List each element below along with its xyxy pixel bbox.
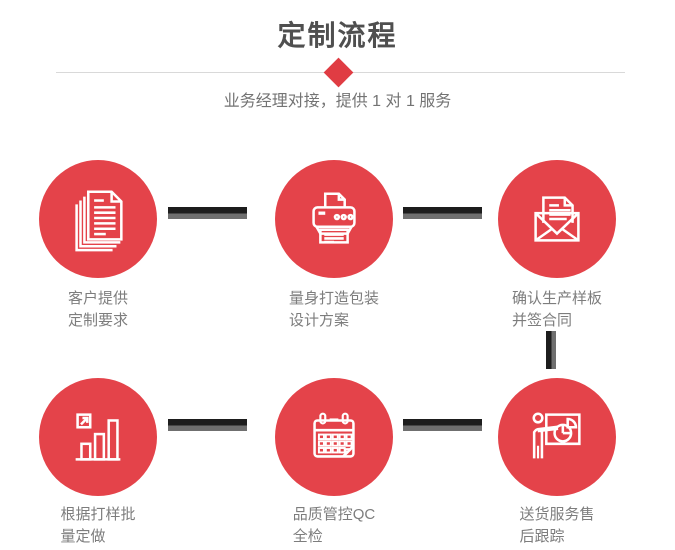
open-envelope-icon <box>534 196 580 242</box>
step-label-line: 品质管控QC <box>292 506 376 523</box>
step-label-4: 根据打样批 量定做 <box>39 504 157 548</box>
bar-chart-icon <box>75 413 121 461</box>
step-circle-4 <box>39 378 157 496</box>
step-label-line: 全检 <box>292 528 323 545</box>
step-label-5: 品质管控QC 全检 <box>275 504 393 548</box>
step-label-line: 并签合同 <box>511 312 572 329</box>
step-label-line: 定制要求 <box>67 312 128 329</box>
page-subtitle: 业务经理对接，提供 1 对 1 服务 <box>223 93 452 110</box>
step-label-line: 设计方案 <box>288 312 349 329</box>
step-label-line: 客户提供 <box>67 290 128 307</box>
connector-step2-step3 <box>403 207 482 219</box>
step-label-line: 量定做 <box>60 528 106 545</box>
step-label-line: 后跟踪 <box>519 528 565 545</box>
step-circle-6 <box>498 378 616 496</box>
step-label-1: 客户提供 定制要求 <box>39 288 157 332</box>
step-label-line: 送货服务售 <box>519 506 595 523</box>
step-circle-2 <box>275 160 393 278</box>
diamond-icon <box>323 57 354 88</box>
step-label-line: 根据打样批 <box>60 506 136 523</box>
calendar-icon <box>313 412 355 458</box>
connector-step4-step5 <box>168 419 247 431</box>
step-label-6: 送货服务售 后跟踪 <box>498 504 616 548</box>
connector-step3-step6 <box>546 331 556 369</box>
step-circle-3 <box>498 160 616 278</box>
step-label-line: 量身打造包装 <box>288 290 379 307</box>
printer-icon <box>312 192 356 244</box>
step-circle-1 <box>39 160 157 278</box>
stacked-documents-icon <box>75 190 123 252</box>
step-circle-5 <box>275 378 393 496</box>
step-label-3: 确认生产样板 并签合同 <box>498 288 616 332</box>
connector-step1-step2 <box>168 207 247 219</box>
step-label-2: 量身打造包装 设计方案 <box>275 288 393 332</box>
step-label-line: 确认生产样板 <box>511 290 602 307</box>
page-title: 定制流程 <box>277 20 398 51</box>
connector-step5-step6 <box>403 419 482 431</box>
presentation-icon <box>532 412 581 459</box>
